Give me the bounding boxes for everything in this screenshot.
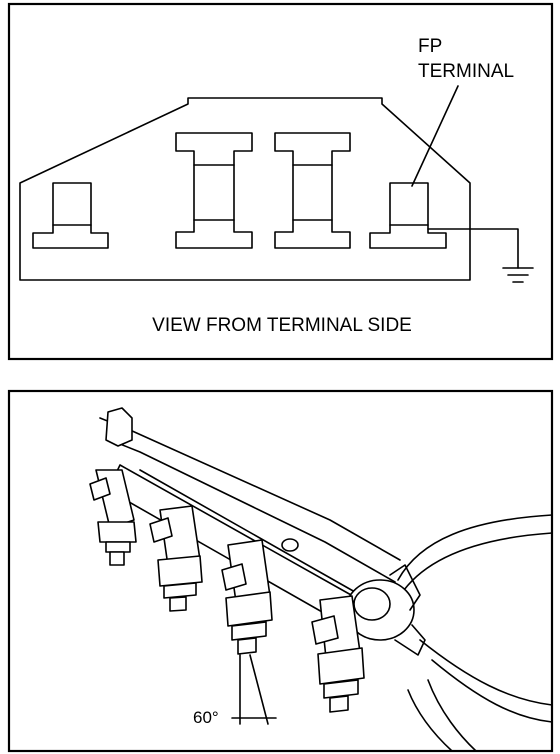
fp-label-line2: TERMINAL [418, 61, 514, 82]
connector-panel-frame [7, 2, 554, 361]
injector-1-connector [89, 477, 111, 501]
injector-4-connector [311, 615, 339, 645]
fuel-hoses [397, 514, 553, 752]
ground-connection [427, 228, 534, 283]
injector-1 [89, 469, 137, 566]
injector-3-connector [221, 563, 247, 591]
injector-2 [149, 505, 203, 612]
angle-label: 60° [193, 708, 219, 727]
fp-terminal [369, 182, 447, 249]
fp-terminal-leader [411, 85, 459, 187]
rail-bracket [99, 407, 401, 583]
terminal-3 [274, 132, 351, 249]
injector-2-connector [149, 517, 173, 543]
connector-housing [19, 97, 471, 281]
fp-label-line1: FP [418, 36, 442, 57]
angle-indicator [231, 654, 277, 725]
injector-4 [311, 595, 365, 713]
connector-panel: FP TERMINAL VIEW FROM TERMINAL SIDE [7, 2, 554, 361]
view-caption: VIEW FROM TERMINAL SIDE [152, 315, 412, 336]
injector-3 [221, 538, 299, 655]
injector-panel-frame [7, 389, 554, 753]
injector-panel: 60° [7, 389, 554, 753]
terminal-1 [32, 182, 109, 249]
terminal-2 [175, 132, 253, 249]
